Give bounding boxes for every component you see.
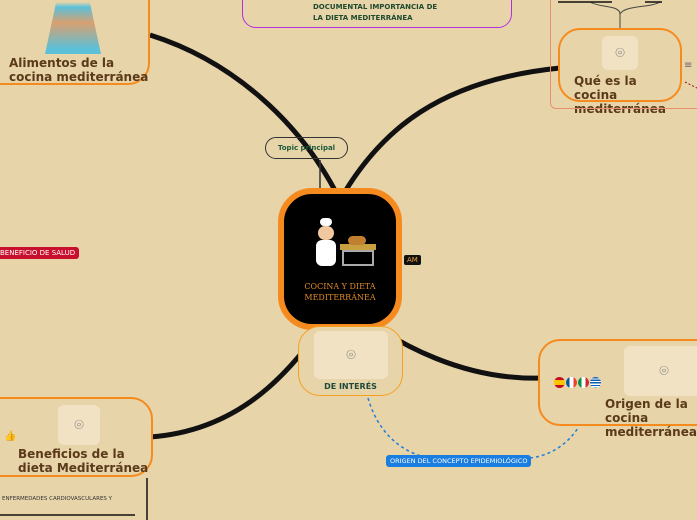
node-alimentos[interactable]: Alimentos de la cocina mediterránea [0,0,150,85]
node-que-es-title: Qué es la cocina mediterránea [574,74,666,116]
thumbs-up-icon: 👍 [4,431,17,442]
central-title: COCINA Y DIETA MEDITERRÁNEA [304,282,376,302]
enfermedades-text[interactable]: ENFERMEDADES CARDIOVASCULARES Y [2,496,113,502]
topic-principal[interactable]: Topic principal [265,137,348,159]
tag-origen-concepto[interactable]: ORIGEN DEL CONCEPTO EPIDEMIOLÓGICO [386,455,532,467]
camera-icon: ⌾ [602,36,638,70]
node-beneficios-title: Beneficios de la dieta Mediterránea [18,447,149,475]
node-origen-title: Origen de la cocina mediterránea [605,397,697,439]
top-note-line2: LA DIETA MEDITERRÁNEA [313,14,413,22]
camera-icon: ⌾ [58,405,100,445]
camera-icon: ⌾ [624,346,697,396]
node-de-interes[interactable]: ⌾ DE INTERÉS [298,326,403,396]
tag-beneficio-salud[interactable]: BENEFICIO DE SALUD [0,247,80,259]
node-beneficios[interactable]: 👍 ⌾ Beneficios de la dieta Mediterránea [0,397,153,477]
food-pyramid-image [45,2,101,54]
notes-icon[interactable]: ≡ [684,60,693,71]
central-node[interactable]: COCINA Y DIETA MEDITERRÁNEA [278,188,402,330]
flags-icon [554,377,601,388]
node-origen[interactable]: ⌾ Origen de la cocina mediterránea [538,339,697,439]
top-note[interactable]: DOCUMENTAL IMPORTANCIA DE LA DIETA MEDIT… [242,0,512,28]
node-que-es[interactable]: ⌾ Qué es la cocina mediterránea [558,28,682,116]
node-de-interes-title: DE INTERÉS [324,382,377,391]
node-alimentos-title: Alimentos de la cocina mediterránea [9,56,149,84]
chef-image [314,218,378,278]
camera-icon: ⌾ [314,331,388,379]
top-note-line1: DOCUMENTAL IMPORTANCIA DE [313,3,438,11]
topic-principal-label: Topic principal [277,144,336,152]
am-tag[interactable]: AM [404,255,421,265]
